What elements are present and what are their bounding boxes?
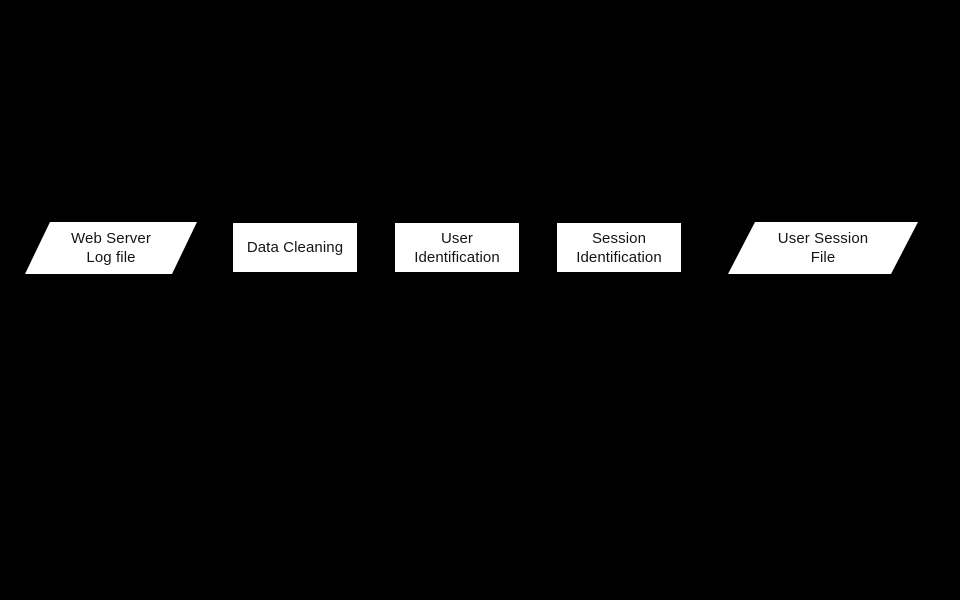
node-label-data-cleaning: Data Cleaning: [246, 239, 344, 256]
node-label-user-session-file: User Session File: [777, 230, 869, 266]
parallelogram-shape: [25, 222, 197, 274]
node-data-cleaning[interactable]: Data Cleaning: [233, 223, 357, 272]
node-user-session-file[interactable]: User Session File: [728, 222, 918, 274]
node-label-session-identification: Session Identification: [576, 229, 662, 266]
node-web-server-log-file[interactable]: Web Server Log file: [25, 222, 197, 274]
node-label-web-server-log-file: Web Server Log file: [71, 230, 151, 266]
node-label-user-identification: User Identification: [414, 229, 500, 266]
parallelogram-shape: [728, 222, 918, 274]
node-user-identification[interactable]: User Identification: [395, 223, 519, 272]
node-session-identification[interactable]: Session Identification: [557, 223, 681, 272]
